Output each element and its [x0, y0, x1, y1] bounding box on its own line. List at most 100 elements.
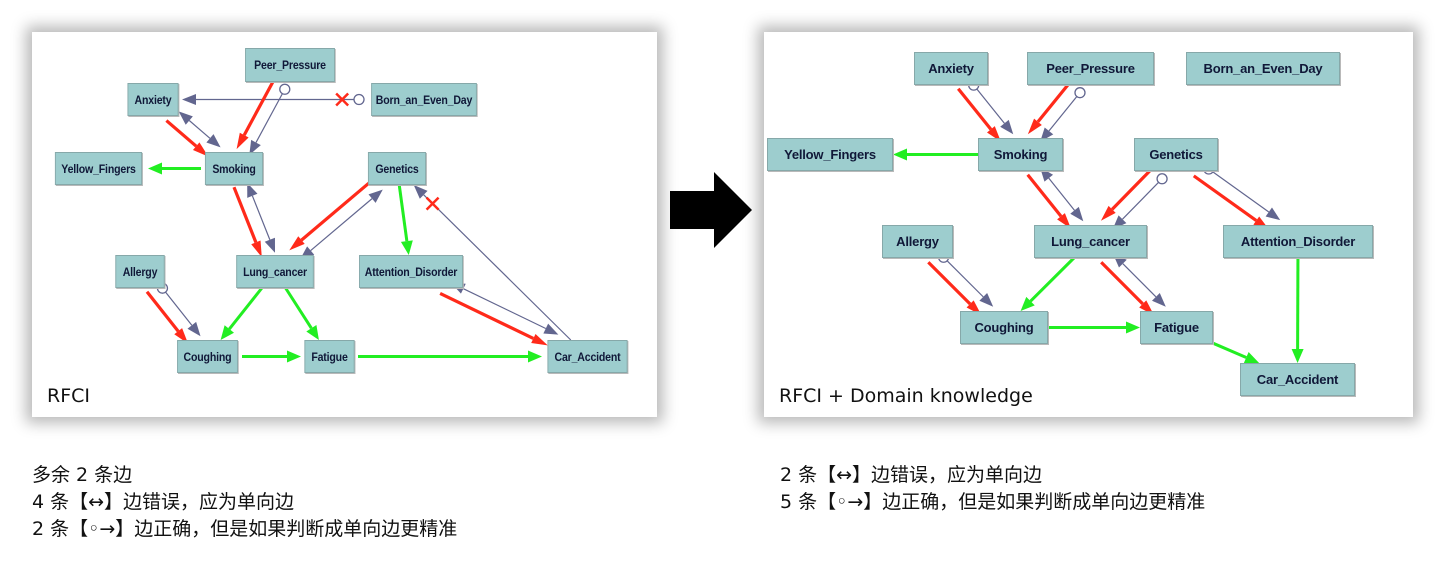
edge-genetics-to-lung_cancer-truth — [1110, 165, 1155, 211]
notes-rfci-domain: 2 条【↔】边错误，应为单向边 5 条【◦→】边正确，但是如果判断成单向边更精准 — [780, 462, 1205, 516]
node-genetics[interactable]: Genetics — [1134, 138, 1218, 171]
truth-arrowhead-icon — [174, 328, 189, 344]
node-yellow-fingers[interactable]: Yellow_Fingers — [767, 138, 893, 171]
edge-peer_pressure-to-smoking-truth — [1036, 80, 1073, 123]
node-fatigue[interactable]: Fatigue — [1140, 311, 1213, 344]
directed-arrowhead-icon — [220, 325, 235, 340]
edge-peer_pressure-to-smoking-circle-arrow — [255, 93, 283, 143]
partial-arrowhead-icon — [1000, 119, 1014, 135]
directed-arrowhead-icon — [1243, 351, 1260, 363]
edge-allergy-to-coughing-truth — [145, 290, 180, 333]
edge-lung_cancer-to-fatigue-truth — [1100, 261, 1144, 306]
circle-endpoint-icon — [353, 93, 365, 106]
edge-genetics-to-attention_disorder-circle-arrow — [1212, 171, 1270, 213]
edge-genetics-to-lung_cancer-circle-arrow — [1122, 181, 1160, 220]
node-born-an-even-day[interactable]: Born_an_Even_Day — [371, 83, 477, 116]
node-anxiety[interactable]: Anxiety — [127, 83, 179, 116]
x-stroke — [425, 196, 440, 211]
directed-arrowhead-icon — [1126, 321, 1140, 334]
bidirected-arrowhead-icon — [178, 111, 193, 125]
node-car-accident[interactable]: Car_Accident — [1240, 363, 1355, 396]
truth-arrowhead-icon — [251, 240, 262, 258]
node-lung-cancer[interactable]: Lung_cancer — [236, 255, 314, 288]
edge-attention_disorder-to-car_accident-bidirected — [463, 288, 547, 330]
extra-edge-x-icon — [335, 92, 350, 107]
partial-arrowhead-icon — [206, 134, 221, 148]
directed-arrowhead-icon — [400, 240, 413, 255]
node-genetics[interactable]: Genetics — [367, 152, 427, 185]
edge-smoking-to-lung_cancer-bidirected — [251, 195, 271, 240]
edge-anxiety-to-smoking-truth — [165, 119, 198, 148]
right-arrow-icon — [670, 172, 752, 248]
edge-peer_pressure-to-smoking-truth — [242, 78, 276, 136]
edge-genetics-to-lung_cancer-bidirected — [310, 198, 373, 252]
truth-arrowhead-icon — [987, 126, 1001, 142]
partial-arrowhead-icon — [543, 323, 559, 335]
partial-arrowhead-icon — [182, 94, 196, 105]
panel-caption-rfci-domain: RFCI + Domain knowledge — [779, 385, 1033, 407]
node-anxiety[interactable]: Anxiety — [914, 52, 988, 85]
edge-anxiety-to-smoking-truth — [957, 87, 993, 131]
note-line: 2 条【◦→】边正确，但是如果判断成单向边更精准 — [32, 518, 458, 540]
extra-edge-x-icon — [425, 196, 440, 211]
edge-lung_cancer-to-fatigue-directed — [284, 287, 313, 330]
node-allergy[interactable]: Allergy — [115, 255, 165, 288]
truth-arrowhead-icon — [192, 142, 209, 157]
truth-arrowhead-icon — [289, 236, 305, 251]
edge-genetics-to-attention_disorder-truth — [1192, 174, 1258, 222]
rfci-graph-edges — [145, 78, 572, 363]
node-yellow-fingers[interactable]: Yellow_Fingers — [54, 152, 143, 185]
bidirected-arrowhead-icon — [368, 189, 383, 203]
partial-arrowhead-icon — [979, 292, 994, 307]
edge-lung_cancer-to-coughing-directed — [1029, 256, 1075, 303]
truth-arrowhead-icon — [1027, 118, 1042, 135]
edge-car_accident-to-genetics-bidirected-single — [423, 194, 572, 341]
node-smoking[interactable]: Smoking — [204, 152, 264, 185]
note-line: 4 条【↔】边错误，应为单向边 — [32, 491, 295, 513]
node-peer-pressure[interactable]: Peer_Pressure — [245, 48, 335, 82]
x-stroke — [335, 92, 350, 107]
directed-arrowhead-icon — [1020, 296, 1035, 311]
node-born-an-even-day[interactable]: Born_an_Even_Day — [1186, 52, 1340, 85]
truth-arrowhead-icon — [236, 132, 249, 150]
node-smoking[interactable]: Smoking — [978, 138, 1063, 171]
node-coughing[interactable]: Coughing — [960, 311, 1048, 344]
node-attention-disorder[interactable]: Attention_Disorder — [1223, 225, 1373, 258]
truth-arrowhead-icon — [531, 333, 548, 346]
node-allergy[interactable]: Allergy — [882, 225, 953, 258]
edge-peer_pressure-to-smoking-circle-arrow — [1048, 96, 1078, 132]
partial-arrowhead-icon — [249, 139, 261, 155]
partial-arrowhead-icon — [187, 321, 201, 337]
node-fatigue[interactable]: Fatigue — [304, 340, 355, 373]
partial-arrowhead-icon — [1070, 206, 1084, 222]
node-lung-cancer[interactable]: Lung_cancer — [1034, 225, 1147, 258]
note-line: 5 条【◦→】边正确，但是如果判断成单向边更精准 — [780, 491, 1206, 513]
directed-arrowhead-icon — [287, 350, 301, 363]
edge-genetics-to-lung_cancer-truth — [300, 179, 374, 242]
notes-rfci: 多余 2 条边 4 条【↔】边错误，应为单向边 2 条【◦→】边正确，但是如果判… — [32, 462, 457, 543]
note-line: 2 条【↔】边错误，应为单向边 — [780, 464, 1043, 486]
edge-allergy-to-coughing-circle-arrow — [165, 291, 193, 326]
partial-arrowhead-icon — [264, 237, 276, 253]
edge-smoking-to-lung_cancer-truth — [1026, 173, 1063, 218]
node-car-accident[interactable]: Car_Accident — [547, 340, 628, 373]
edge-genetics-to-attention_disorder-directed — [397, 184, 409, 242]
edge-anxiety-to-smoking-bidirected — [188, 120, 211, 139]
node-peer-pressure[interactable]: Peer_Pressure — [1027, 52, 1154, 85]
edge-smoking-to-lung_cancer-truth — [232, 186, 258, 243]
directed-arrowhead-icon — [893, 148, 907, 161]
node-coughing[interactable]: Coughing — [177, 340, 238, 373]
circle-endpoint-icon — [279, 83, 291, 95]
node-attention-disorder[interactable]: Attention_Disorder — [359, 255, 463, 288]
circle-endpoint-icon — [1074, 87, 1086, 99]
truth-arrowhead-icon — [1057, 213, 1072, 229]
panel-caption-rfci: RFCI — [47, 385, 91, 407]
bidirected-arrowhead-icon — [247, 182, 258, 198]
partial-arrowhead-icon — [413, 185, 428, 199]
partial-arrowhead-icon — [1152, 292, 1166, 307]
edge-lung_cancer-to-coughing-directed — [228, 287, 264, 330]
directed-arrowhead-icon — [1291, 348, 1304, 363]
note-line: 多余 2 条边 — [32, 464, 133, 486]
